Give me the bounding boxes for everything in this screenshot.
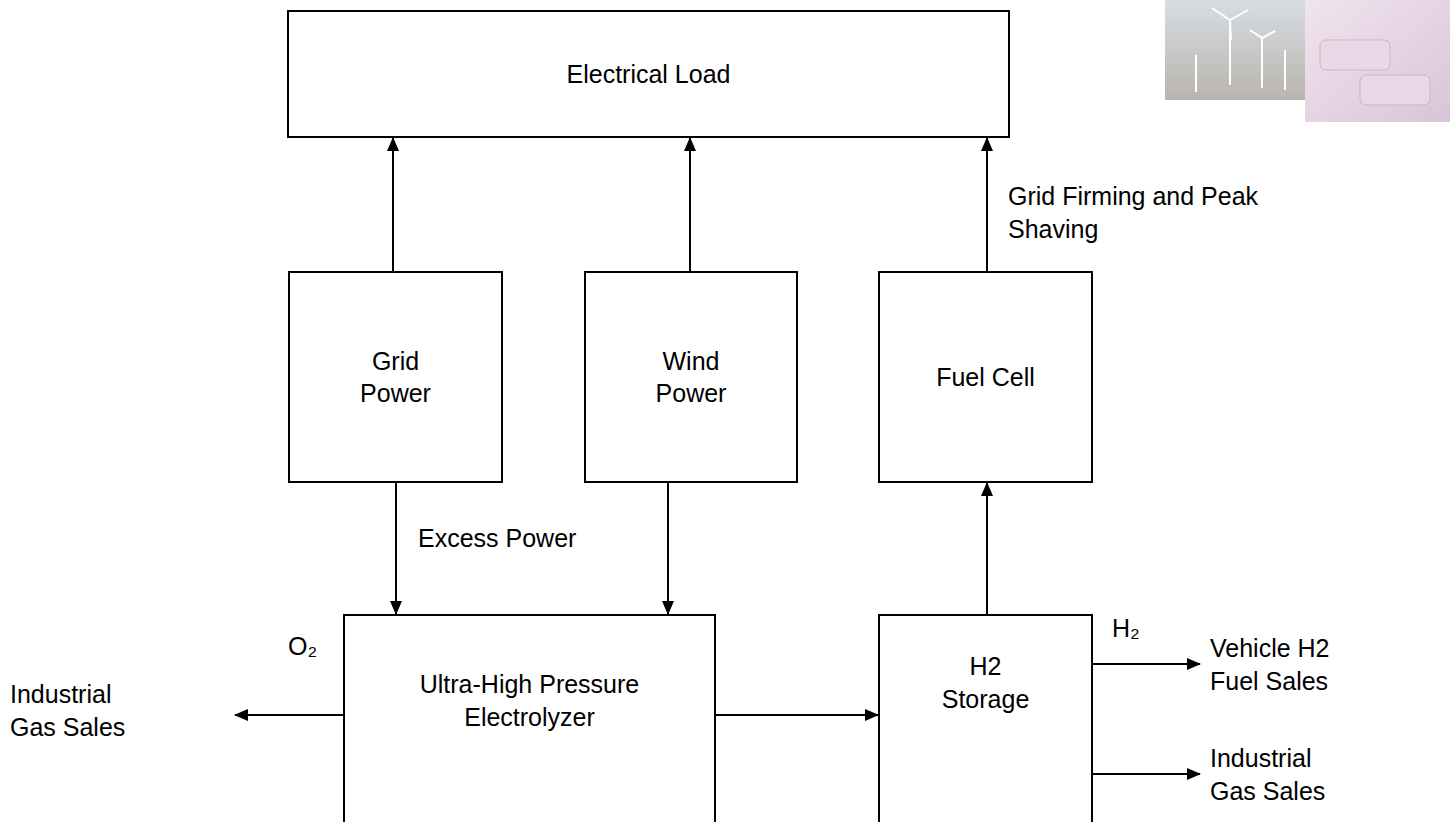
flow-arrow	[689, 138, 691, 271]
box-label: Ultra-High Pressure Electrolyzer	[390, 668, 670, 733]
photo-background	[1305, 0, 1450, 122]
output-label: Vehicle H2 Fuel Sales	[1210, 632, 1350, 697]
box-label: Wind Power	[636, 345, 746, 410]
flow-arrow	[986, 483, 988, 614]
flow-arrow	[392, 138, 394, 271]
wind-farm-photo	[1165, 0, 1315, 100]
box-label: Electrical Load	[567, 58, 731, 91]
output-label: O₂	[288, 630, 338, 663]
vehicle-shape	[1360, 75, 1430, 105]
output-label: Industrial Gas Sales	[10, 678, 160, 743]
process-box: Grid Power	[288, 271, 503, 483]
flow-arrow	[716, 714, 878, 716]
connector-label: Excess Power	[418, 522, 658, 555]
output-label: H₂	[1112, 612, 1162, 645]
oxygen-output-arrow	[235, 714, 343, 716]
industrial-gas-arrow	[1093, 773, 1200, 775]
flow-arrow	[986, 138, 988, 271]
photo-background	[1165, 0, 1315, 100]
process-box: H2 Storage	[878, 614, 1093, 822]
vehicle-shape	[1320, 40, 1390, 70]
box-label: Grid Power	[341, 345, 451, 410]
box-label: Fuel Cell	[936, 361, 1035, 394]
flow-arrow	[667, 483, 669, 614]
process-box: Ultra-High Pressure Electrolyzer	[343, 614, 716, 822]
vehicle-photo	[1305, 0, 1450, 122]
output-label: Industrial Gas Sales	[1210, 742, 1350, 807]
vehicle-fuel-arrow	[1093, 663, 1200, 665]
box-label: H2 Storage	[926, 650, 1046, 715]
process-box: Fuel Cell	[878, 271, 1093, 483]
process-box: Electrical Load	[287, 10, 1010, 138]
turbine-symbols	[1196, 8, 1285, 92]
process-box: Wind Power	[584, 271, 798, 483]
flow-arrow	[395, 483, 397, 614]
connector-label: Grid Firming and Peak Shaving	[1008, 180, 1283, 245]
